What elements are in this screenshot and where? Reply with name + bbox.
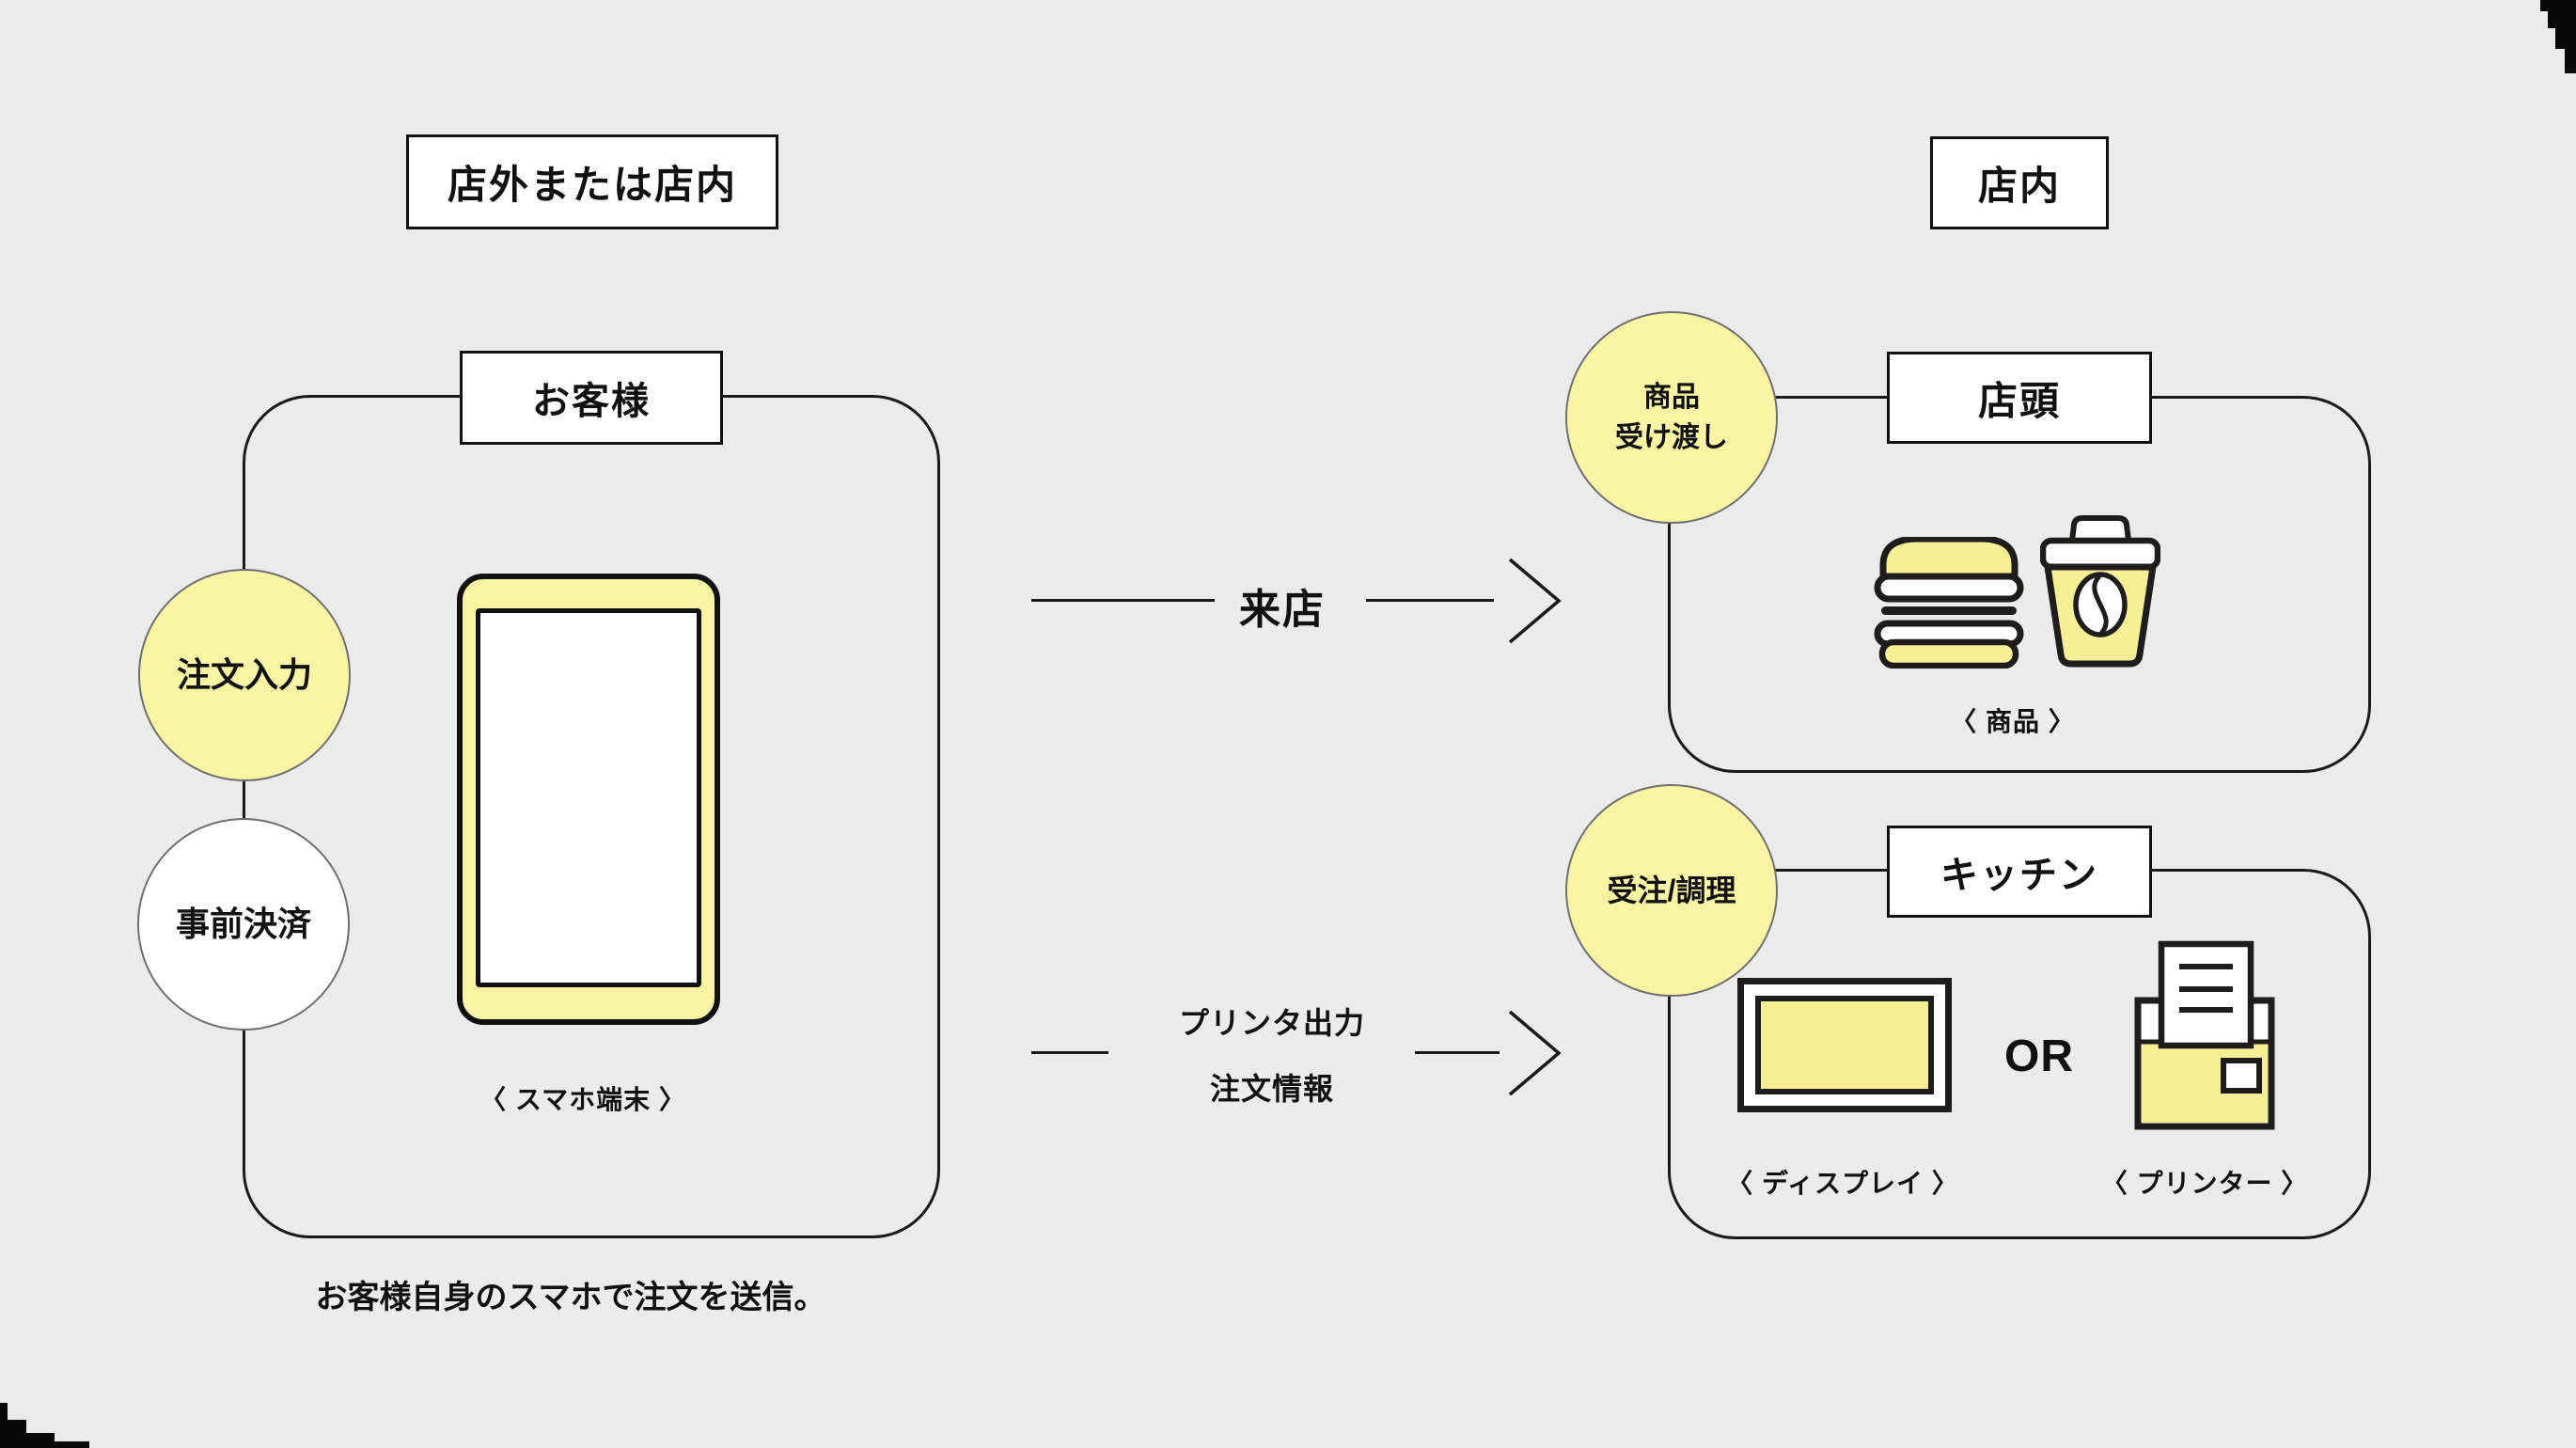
step-order-input-bubble: 注文入力 xyxy=(138,569,351,781)
visit-arrow-line-left xyxy=(1031,599,1215,602)
order-cooking-bubble: 受注/調理 xyxy=(1565,784,1778,997)
display-screen xyxy=(1755,996,1934,1094)
smartphone-icon xyxy=(457,574,720,1025)
visit-arrow-line-right xyxy=(1366,599,1494,602)
order-arrow-label-line1: プリンタ出力 xyxy=(1178,1006,1365,1040)
handover-bubble-line2: 受け渡し xyxy=(1615,422,1728,453)
storefront-title-box: 店頭 xyxy=(1887,352,2152,444)
step-prepayment-bubble: 事前決済 xyxy=(137,818,350,1031)
printer-icon xyxy=(2134,940,2275,1130)
bottom-left-corner-artifact xyxy=(0,1403,89,1448)
step-prepayment-label: 事前決済 xyxy=(175,904,311,943)
printer-caption: 〈 プリンター 〉 xyxy=(2100,1169,2309,1198)
visit-arrow-label: 来店 xyxy=(1239,587,1326,633)
customer-title-box: お客様 xyxy=(460,351,723,445)
step-order-input-label: 注文入力 xyxy=(176,654,312,694)
smartphone-screen xyxy=(476,608,701,987)
items-caption: 〈 商品 〉 xyxy=(1950,707,2076,736)
top-right-corner-artifact xyxy=(2540,0,2576,73)
handover-bubble: 商品 受け渡し xyxy=(1565,311,1778,524)
visit-arrowhead-icon xyxy=(1508,558,1562,644)
order-arrow-line-left xyxy=(1031,1051,1108,1054)
coffee-cup-icon xyxy=(2040,515,2160,668)
or-label: OR xyxy=(2004,1031,2074,1081)
handover-bubble-line1: 商品 xyxy=(1643,381,1700,413)
order-arrow-line-right xyxy=(1415,1051,1500,1054)
zone-label-outside-or-inside: 店外または店内 xyxy=(406,134,778,229)
kitchen-title-box: キッチン xyxy=(1887,826,2152,918)
customer-note: お客様自身のスマホで注文を送信。 xyxy=(315,1280,826,1315)
display-caption: 〈 ディスプレイ 〉 xyxy=(1726,1169,1959,1198)
order-arrow-label-line2: 注文情報 xyxy=(1209,1072,1334,1106)
display-icon xyxy=(1737,978,1952,1112)
burger-icon xyxy=(1874,537,2024,669)
order-cooking-label: 受注/調理 xyxy=(1607,873,1736,907)
order-arrowhead-icon xyxy=(1508,1010,1562,1096)
zone-label-inside: 店内 xyxy=(1930,136,2109,229)
smartphone-caption: 〈 スマホ端末 〉 xyxy=(479,1085,686,1114)
